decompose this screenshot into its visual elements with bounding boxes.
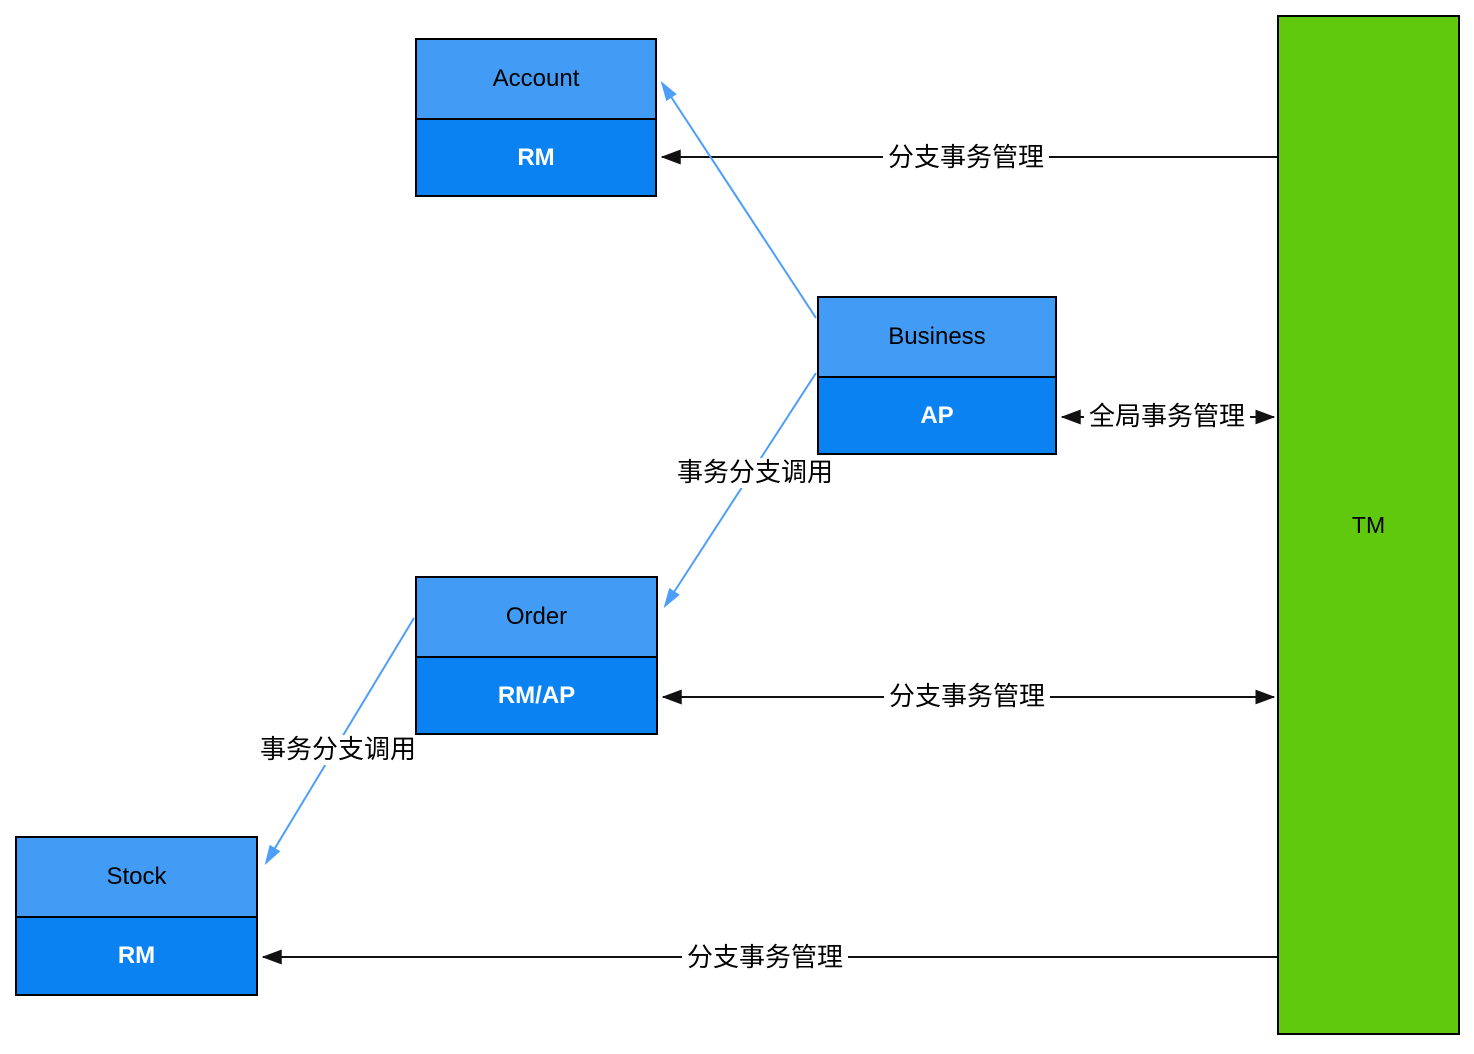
edge-label-business-to-order: 事务分支调用 xyxy=(671,457,839,488)
node-business-role: AP xyxy=(819,378,1055,453)
edge-label-tm-to-stock: 分支事务管理 xyxy=(681,942,849,973)
node-business-title: Business xyxy=(819,298,1055,378)
edge-label-order-tm: 分支事务管理 xyxy=(883,681,1051,712)
node-account-role: RM xyxy=(417,120,655,195)
node-stock-role: RM xyxy=(17,918,256,994)
node-stock-title: Stock xyxy=(17,838,256,918)
node-order-title: Order xyxy=(417,578,656,658)
node-business: Business AP xyxy=(817,296,1057,455)
node-account: Account RM xyxy=(415,38,657,197)
node-order-role: RM/AP xyxy=(417,658,656,733)
node-account-title: Account xyxy=(417,40,655,120)
node-tm: TM xyxy=(1277,15,1460,1035)
edge-business-to-account xyxy=(660,80,817,319)
edge-label-tm-to-account: 分支事务管理 xyxy=(882,142,1050,173)
edge-label-order-to-stock: 事务分支调用 xyxy=(254,734,422,765)
node-tm-label: TM xyxy=(1351,511,1386,538)
node-order: Order RM/AP xyxy=(415,576,658,735)
node-stock: Stock RM xyxy=(15,836,258,996)
edge-business-to-order xyxy=(663,372,817,609)
edge-label-business-tm: 全局事务管理 xyxy=(1083,401,1251,432)
